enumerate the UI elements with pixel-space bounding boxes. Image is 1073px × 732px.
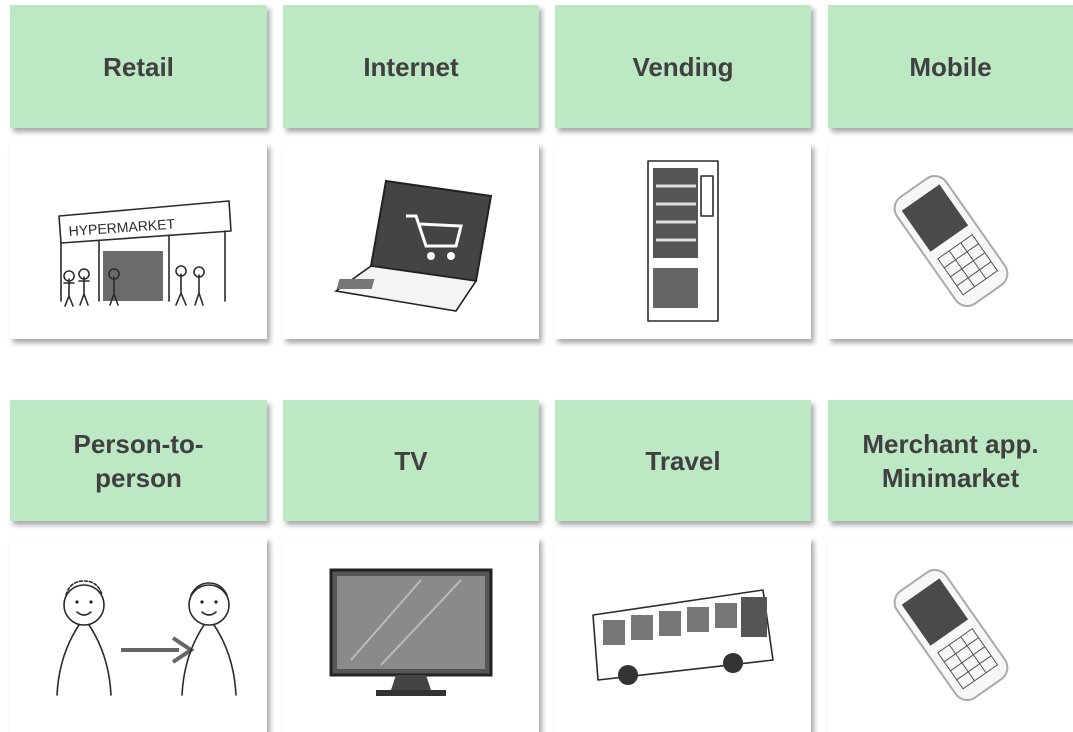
vending-machine-icon xyxy=(647,160,719,322)
laptop-shopping-cart-icon xyxy=(333,179,493,312)
tile-image-travel[interactable] xyxy=(555,537,811,732)
tile-image-tv[interactable] xyxy=(283,537,539,732)
tile-image-internet[interactable] xyxy=(283,143,539,339)
tile-label-vending[interactable]: Vending xyxy=(555,5,811,128)
bus-icon xyxy=(592,588,774,685)
tile-label-travel[interactable]: Travel xyxy=(555,400,811,521)
mobile-phone-icon xyxy=(893,175,1008,307)
tile-image-person-to-person[interactable] xyxy=(10,537,267,732)
flat-tv-icon xyxy=(329,568,493,696)
storefront-sign: HYPERMARKET xyxy=(68,216,176,239)
tile-label-internet[interactable]: Internet xyxy=(283,5,539,128)
tile-label-merchant-app[interactable]: Merchant app. Minimarket xyxy=(828,400,1073,521)
tile-image-retail[interactable]: HYPERMARKET xyxy=(10,143,267,339)
tile-label-tv[interactable]: TV xyxy=(283,400,539,521)
tile-label-mobile[interactable]: Mobile xyxy=(828,5,1073,128)
tile-label-person-to-person[interactable]: Person-to- person xyxy=(10,400,267,521)
mobile-phone-icon xyxy=(893,568,1008,701)
tile-image-mobile[interactable] xyxy=(828,143,1073,339)
hypermarket-storefront-icon: HYPERMARKET xyxy=(57,200,232,307)
person-to-person-icon xyxy=(55,579,237,696)
tile-image-merchant-app[interactable] xyxy=(828,537,1073,732)
tile-image-vending[interactable] xyxy=(555,143,811,339)
tile-label-retail[interactable]: Retail xyxy=(10,5,267,128)
